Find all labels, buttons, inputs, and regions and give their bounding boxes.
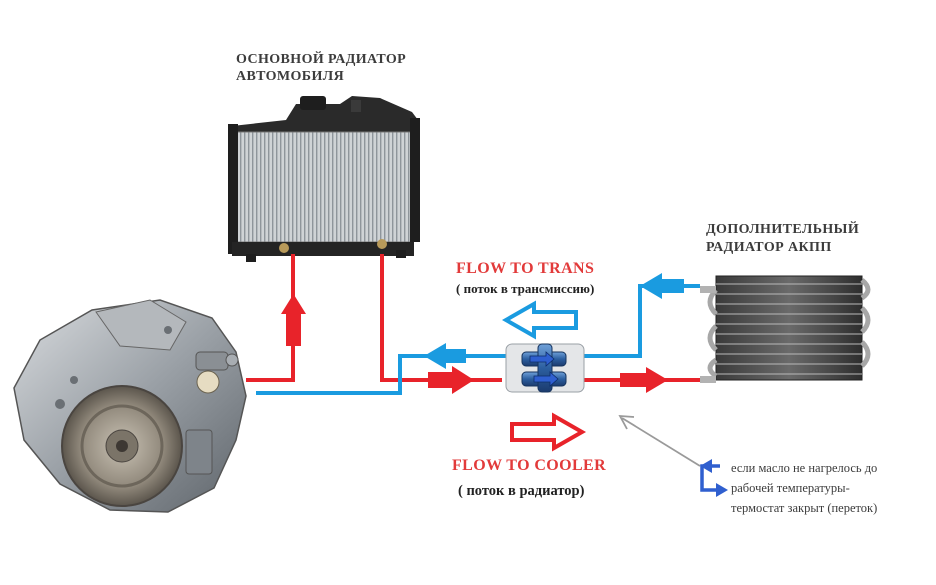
bypass-arrow-icon [700, 459, 728, 497]
thermostat-valve-image [505, 343, 585, 393]
blue-left-arrow-cooler [640, 273, 684, 299]
radiator-image [228, 96, 420, 262]
red-outline-right-arrow [510, 412, 587, 452]
aux-radiator-title-line1: ДОПОЛНИТЕЛЬНЫЙ [706, 222, 860, 237]
red-right-arrow-pipe [428, 366, 474, 394]
pointer-arrow [618, 414, 701, 467]
flow-to-cooler-label: FLOW TO COOLER [452, 457, 607, 474]
blue-left-arrow-pipe [424, 343, 466, 369]
bypass-note-line3: термостат закрыт (переток) [731, 501, 878, 515]
transmission-cooler-image [700, 266, 880, 392]
bypass-note-line1: если масло не нагрелось до [731, 461, 878, 475]
blue-outline-left-arrow [501, 300, 578, 340]
transmission-image [13, 299, 247, 513]
red-up-arrow [281, 294, 306, 346]
flow-to-cooler-sublabel: ( поток в радиатор) [458, 483, 585, 499]
main-radiator-title-line1: ОСНОВНОЙ РАДИАТОР [236, 52, 407, 67]
flow-to-trans-sublabel: ( поток в трансмиссию) [456, 281, 595, 296]
bypass-note-line2: рабочей температуры- [731, 481, 850, 495]
aux-radiator-title-line2: РАДИАТОР АКПП [706, 240, 832, 255]
main-radiator-title-line2: АВТОМОБИЛЯ [236, 69, 345, 84]
red-right-arrow-cooler [620, 367, 668, 393]
flow-to-trans-label: FLOW TO TRANS [456, 260, 595, 277]
